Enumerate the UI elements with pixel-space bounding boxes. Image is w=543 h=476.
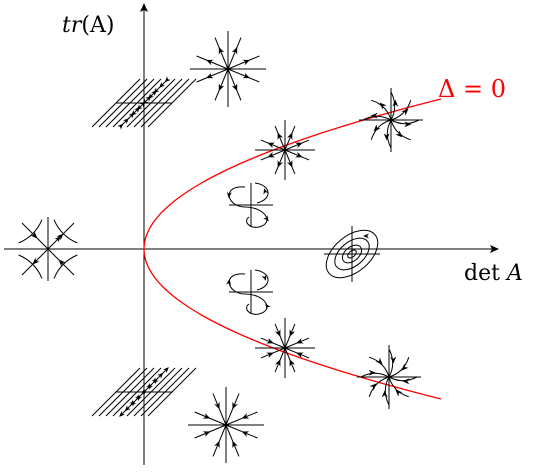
y-axis-arrow-icon [140, 3, 148, 12]
spiral-unstable-icon [226, 182, 273, 228]
stable-node-icon [357, 345, 421, 409]
center-icon [324, 226, 380, 282]
spiral-stable-icon [226, 269, 273, 315]
star-unstable-icon [190, 31, 266, 107]
discriminant-curve [143, 98, 442, 400]
x-axis-label: det A [464, 261, 523, 286]
star-node-icon [255, 120, 315, 180]
star-stable-icon [188, 387, 264, 463]
y-axis-label: tr(A) [62, 13, 114, 38]
x-axis-arrow-icon [490, 245, 499, 253]
parallel-lines-unstable-icon [91, 75, 197, 131]
unstable-node-icon [359, 88, 423, 152]
star-node-stable-icon [255, 318, 315, 378]
discriminant-label: Δ = 0 [438, 75, 506, 103]
saddle-icon [14, 217, 82, 281]
parallel-lines-stable-icon [91, 364, 197, 420]
